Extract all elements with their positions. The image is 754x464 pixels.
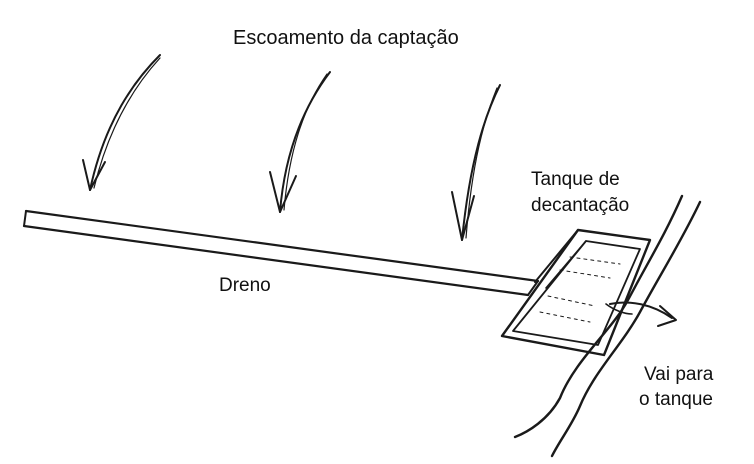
runoff-arrow-3	[451, 84, 501, 241]
settling-tank	[500, 228, 652, 357]
outlet-channel	[513, 194, 702, 458]
tank-label-line2: decantação	[531, 195, 630, 216]
runoff-arrow-2	[269, 71, 331, 213]
drain-label: Dreno	[219, 275, 271, 296]
tank-label-line1: Tanque de	[531, 169, 620, 190]
to-tank-arrow	[609, 301, 677, 327]
runoff-arrow-1	[82, 54, 161, 191]
runoff-label: Escoamento da captação	[233, 27, 459, 49]
destination-label-line2: o tanque	[639, 389, 713, 410]
drain-pipe	[22, 209, 540, 297]
destination-label-line1: Vai para	[644, 364, 714, 385]
